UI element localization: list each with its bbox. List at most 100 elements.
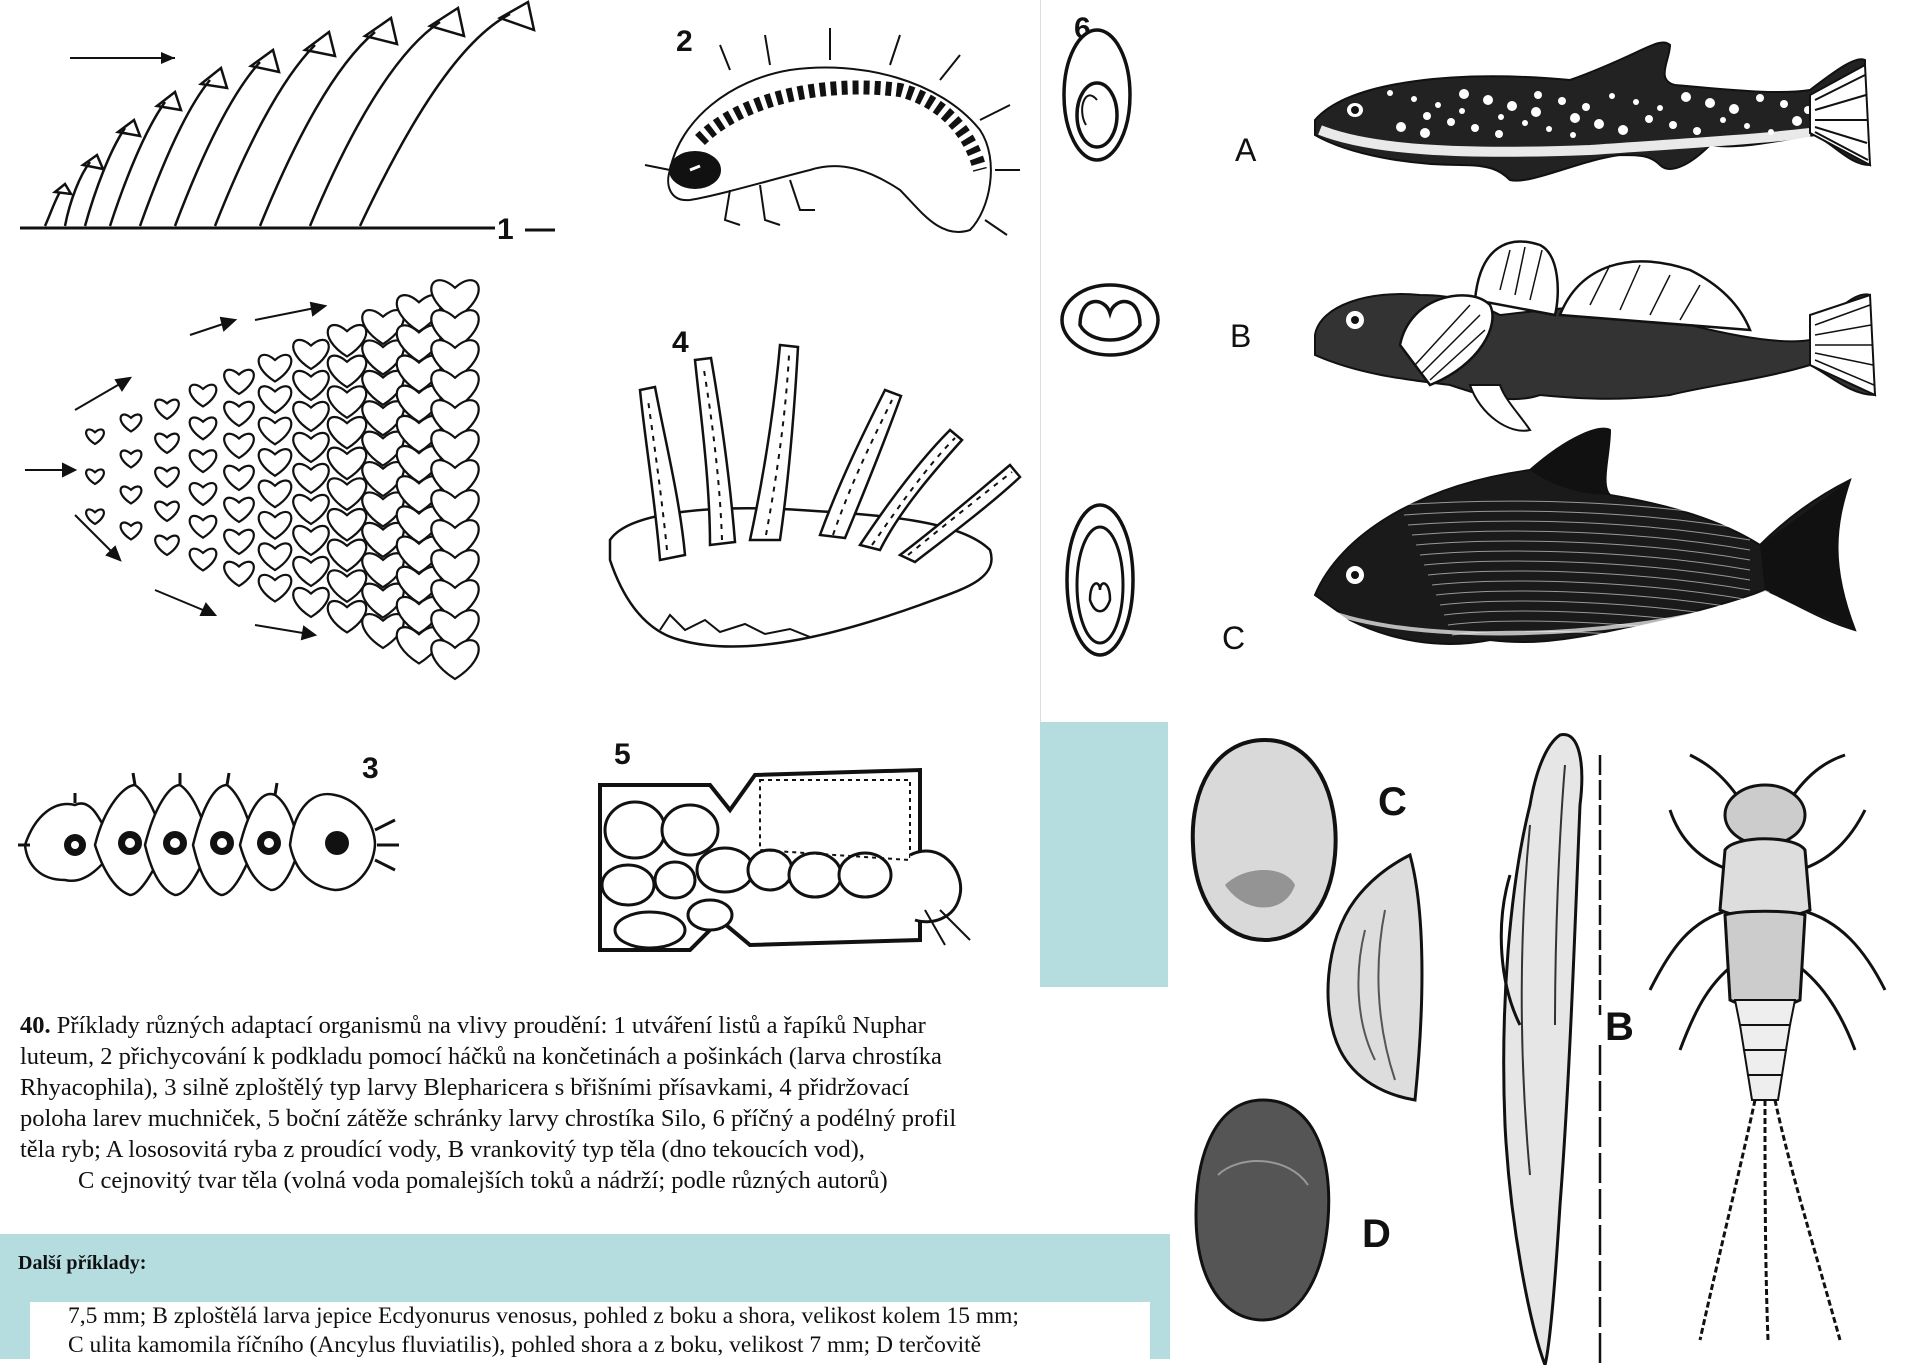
trout-spot — [1609, 93, 1615, 99]
trout-spot — [1768, 129, 1774, 135]
trout-spot — [1618, 125, 1628, 135]
label-2: 2 — [676, 25, 693, 59]
trout-spot — [1570, 132, 1576, 138]
trout-spot — [1633, 99, 1639, 105]
teal-panel-right — [1040, 722, 1168, 987]
mosaic-leaf — [293, 371, 329, 400]
label-5: 5 — [614, 738, 631, 772]
trout-spot — [1729, 104, 1739, 114]
mosaic-leaf — [328, 448, 367, 480]
mosaic-leaf — [293, 526, 329, 555]
leaves-profile-illustration — [15, 0, 635, 240]
trout-spot — [1459, 108, 1465, 114]
mosaic-leaf — [224, 466, 254, 490]
label-insect-c: C — [1378, 780, 1407, 825]
further-line-1: 7,5 mm; B zploštělá larva jepice Ecdyonu… — [30, 1302, 1150, 1331]
mosaic-leaf — [86, 429, 104, 444]
label-fish-a: A — [1235, 132, 1256, 169]
caption-number: 40. — [20, 1012, 51, 1039]
trout-spot — [1396, 122, 1406, 132]
mosaic-leaf — [328, 540, 367, 572]
mosaic-leaf — [86, 509, 104, 524]
mosaic-leaf — [293, 588, 329, 617]
caption-line-6: C cejnovitý tvar těla (volná voda pomale… — [20, 1165, 1125, 1196]
trout-spot — [1645, 115, 1653, 123]
trout-spot — [1507, 101, 1517, 111]
trout-spot — [1780, 100, 1788, 108]
mosaic-leaf — [328, 325, 367, 357]
mosaic-leaf — [224, 434, 254, 458]
label-fish-c: C — [1222, 620, 1245, 657]
mosaic-leaf — [155, 434, 179, 453]
label-insect-d: D — [1362, 1212, 1391, 1257]
mosaic-leaf — [293, 495, 329, 524]
mosaic-leaf — [259, 543, 292, 570]
mosaic-leaf — [224, 562, 254, 586]
trout-spot — [1483, 95, 1493, 105]
mosaic-leaf — [293, 340, 329, 369]
label-4: 4 — [672, 326, 689, 360]
label-insect-b: B — [1605, 1005, 1634, 1050]
figure-caption: 40. Příklady různých adaptací organismů … — [20, 1010, 1125, 1196]
mosaic-leaf — [190, 516, 217, 538]
caption-line-4: poloha larev muchniček, 5 boční zátěže s… — [20, 1103, 1125, 1134]
trout-spot — [1531, 107, 1541, 117]
further-examples-text: 7,5 mm; B zploštělá larva jepice Ecdyonu… — [30, 1302, 1150, 1359]
mosaic-leaf — [293, 433, 329, 462]
trout-spot — [1693, 127, 1701, 135]
mosaic-leaf — [328, 478, 367, 510]
mosaic-leaf — [190, 385, 217, 407]
trout-spot — [1495, 130, 1503, 138]
caption-line-2: luteum, 2 přichycování k podkladu pomocí… — [20, 1041, 1125, 1072]
mosaic-leaf — [155, 400, 179, 419]
mosaic-leaf — [190, 450, 217, 472]
mosaic-leaf — [328, 386, 367, 418]
mosaic-leaf — [190, 483, 217, 505]
rhyacophila-larva-illustration — [640, 20, 1020, 250]
flat-shell-illustration — [1188, 1095, 1338, 1325]
trout-spot — [1657, 105, 1663, 111]
trout-spot — [1498, 114, 1504, 120]
mayfly-larva-top-illustration — [1640, 750, 1900, 1350]
trout-spot — [1423, 112, 1431, 120]
trout-spot — [1447, 118, 1455, 126]
mosaic-leaf — [259, 355, 292, 382]
trout-spot — [1558, 97, 1566, 105]
trout-spot — [1756, 94, 1764, 102]
mosaic-leaf — [259, 512, 292, 539]
blackfly-larvae-illustration — [600, 330, 1020, 670]
mosaic-leaf — [328, 601, 367, 633]
sculpin-illustration — [1310, 235, 1890, 445]
mosaic-leaf — [224, 402, 254, 426]
trout-spot — [1435, 102, 1441, 108]
mosaic-leaf — [190, 549, 217, 571]
blepharicera-larva-illustration — [15, 755, 415, 925]
trout-spot — [1720, 117, 1726, 123]
mosaic-leaf — [293, 464, 329, 493]
mosaic-leaf — [224, 498, 254, 522]
trout-spot — [1522, 120, 1528, 126]
mosaic-leaf — [259, 418, 292, 445]
further-examples-title: Další příklady: — [18, 1252, 146, 1275]
trout-spot — [1582, 103, 1590, 111]
mosaic-leaf — [224, 370, 254, 394]
mosaic-leaf — [259, 481, 292, 508]
mosaic-leaf — [155, 468, 179, 487]
mosaic-leaf — [224, 530, 254, 554]
trout-spot — [1792, 116, 1802, 126]
further-line-2: C ulita kamomila říčního (Ancylus fluvia… — [30, 1331, 1150, 1359]
label-3: 3 — [362, 752, 379, 786]
caption-line-1: 40. Příklady různých adaptací organismů … — [20, 1010, 1125, 1041]
bream-illustration — [1310, 425, 1870, 685]
mosaic-leaf — [328, 570, 367, 602]
trout-spot — [1681, 92, 1691, 102]
trout-spot — [1411, 96, 1417, 102]
trout-illustration — [1310, 15, 1890, 205]
caption-line-3: Rhyacophila), 3 silně zploštělý typ larv… — [20, 1072, 1125, 1103]
mosaic-leaf — [293, 557, 329, 586]
label-1: 1 — [497, 213, 514, 247]
mosaic-leaf — [293, 402, 329, 431]
label-fish-b: B — [1230, 318, 1251, 355]
mosaic-leaf — [121, 487, 142, 504]
trout-spot — [1534, 91, 1542, 99]
